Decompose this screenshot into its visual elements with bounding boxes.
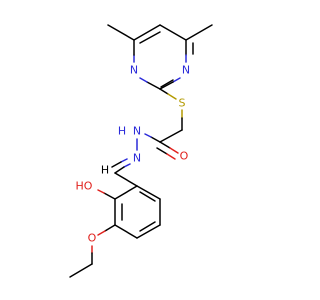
bond: [114, 172, 138, 187]
bond: [123, 163, 131, 168]
atom-labels: N N S N H O N H HO O: [76, 64, 191, 245]
bond: [103, 192, 116, 200]
hydroxyl-label: HO: [76, 180, 93, 193]
sulfur-label: S: [179, 97, 186, 110]
bond: [136, 224, 161, 239]
bond: [185, 24, 213, 41]
bond: [139, 191, 156, 202]
bond: [114, 224, 138, 239]
ring-nitrogen-right-label: N: [182, 64, 190, 77]
bond: [139, 221, 156, 232]
bond: [159, 24, 187, 41]
imine-hydrogen-label: H: [101, 164, 109, 177]
bond: [146, 81, 161, 90]
carbonyl-oxygen-label: O: [180, 150, 189, 163]
bond: [107, 24, 135, 41]
bond: [169, 147, 179, 154]
ring-nitrogen-left-label: N: [130, 64, 138, 77]
bond: [69, 263, 93, 278]
molecule-structure: N N S N H O N H HO O: [69, 24, 213, 278]
bond: [97, 189, 105, 194]
bond: [144, 133, 152, 138]
bond: [160, 79, 174, 88]
bond: [114, 185, 138, 200]
bond: [114, 166, 125, 174]
amide-nitrogen-label: N: [133, 125, 141, 138]
bond: [104, 224, 116, 232]
bond: [97, 230, 106, 236]
ether-oxygen-label: O: [88, 232, 97, 245]
bond: [136, 185, 161, 200]
amide-hydrogen-label: H: [118, 125, 126, 138]
bond: [166, 153, 176, 160]
bonds: [69, 24, 213, 278]
bond: [156, 147, 168, 155]
bond: [133, 24, 161, 41]
bond: [172, 77, 181, 83]
bond: [159, 141, 171, 149]
bond: [150, 136, 161, 143]
bond: [120, 158, 128, 163]
imine-nitrogen-label: N: [133, 152, 141, 165]
bond: [139, 31, 161, 44]
bond: [159, 81, 174, 90]
bond: [139, 77, 148, 83]
bond: [159, 129, 183, 143]
bond: [111, 161, 122, 168]
bond: [159, 88, 169, 95]
bond: [167, 93, 177, 100]
